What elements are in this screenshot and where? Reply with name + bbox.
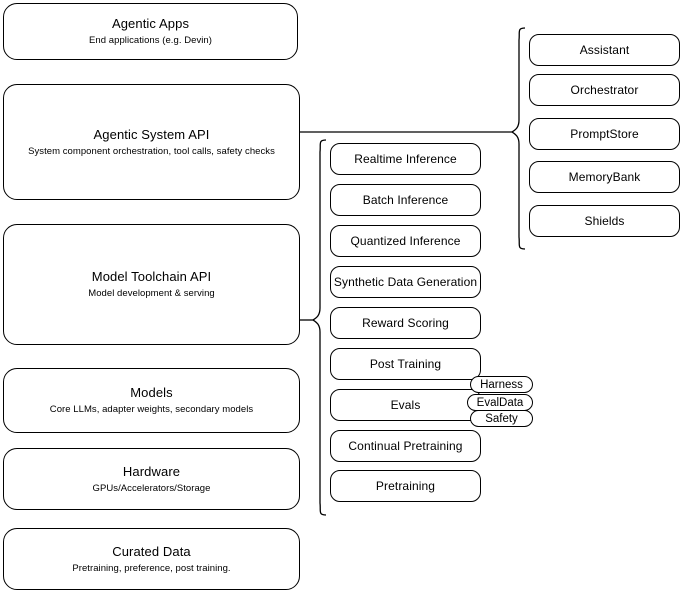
component-box-synthetic-data-generation[interactable]: Synthetic Data Generation [330, 266, 481, 298]
component-box-memorybank[interactable]: MemoryBank [529, 161, 680, 193]
component-box-continual-pretraining[interactable]: Continual Pretraining [330, 430, 481, 462]
layer-subtitle: Core LLMs, adapter weights, secondary mo… [49, 404, 254, 415]
component-box-batch-inference[interactable]: Batch Inference [330, 184, 481, 216]
component-box-post-training[interactable]: Post Training [330, 348, 481, 380]
component-box-orchestrator[interactable]: Orchestrator [529, 74, 680, 106]
layer-box-agentic-apps[interactable]: Agentic Apps End applications (e.g. Devi… [3, 3, 298, 60]
layer-subtitle: GPUs/Accelerators/Storage [92, 482, 211, 494]
layer-box-model-toolchain-api[interactable]: Model Toolchain API Model development & … [3, 224, 300, 345]
component-box-promptstore[interactable]: PromptStore [529, 118, 680, 150]
layer-box-agentic-system-api[interactable]: Agentic System API System component orch… [3, 84, 300, 200]
layer-box-curated-data[interactable]: Curated Data Pretraining, preference, po… [3, 528, 300, 590]
layer-box-hardware[interactable]: Hardware GPUs/Accelerators/Storage [3, 448, 300, 510]
layer-title: Curated Data [112, 543, 191, 559]
layer-subtitle: System component orchestration, tool cal… [28, 145, 275, 157]
layer-title: Agentic System API [93, 126, 210, 142]
layer-subtitle: End applications (e.g. Devin) [89, 35, 212, 46]
badge-harness[interactable]: Harness [470, 376, 533, 393]
component-box-shields[interactable]: Shields [529, 205, 680, 237]
layer-subtitle: Pretraining, preference, post training. [72, 562, 231, 574]
component-box-pretraining[interactable]: Pretraining [330, 470, 481, 502]
component-box-assistant[interactable]: Assistant [529, 34, 680, 66]
layer-subtitle: Model development & serving [88, 288, 215, 299]
brace-toolchain-components [311, 139, 327, 516]
component-box-realtime-inference[interactable]: Realtime Inference [330, 143, 481, 175]
layer-title: Agentic Apps [111, 16, 190, 31]
layer-box-models[interactable]: Models Core LLMs, adapter weights, secon… [3, 368, 300, 433]
layer-title: Models [130, 385, 173, 400]
badge-safety[interactable]: Safety [470, 410, 533, 427]
layer-title: Hardware [122, 463, 181, 479]
layer-title: Model Toolchain API [91, 269, 212, 284]
component-box-evals[interactable]: Evals [330, 389, 481, 421]
component-box-reward-scoring[interactable]: Reward Scoring [330, 307, 481, 339]
component-box-quantized-inference[interactable]: Quantized Inference [330, 225, 481, 257]
badge-evaldata[interactable]: EvalData [467, 394, 533, 411]
brace-system-components [510, 27, 526, 250]
